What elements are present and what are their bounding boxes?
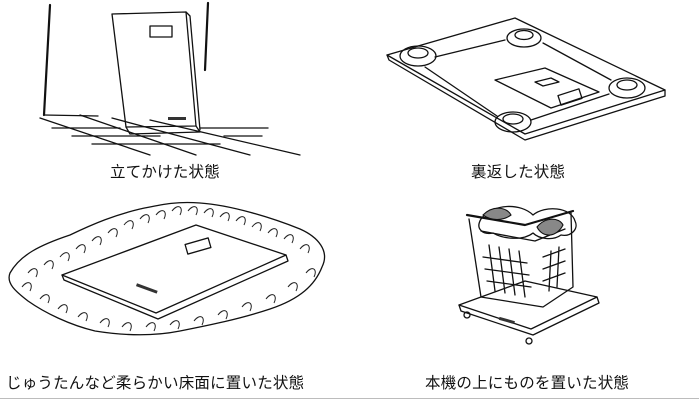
brand-logo [498, 316, 515, 325]
basket-on-scale-illustration [458, 205, 600, 345]
caption-soft-floor: じゅうたんなど柔らかい床面に置いた状態 [6, 374, 305, 392]
bottom-divider [0, 398, 699, 399]
brand-logo [168, 117, 186, 120]
carpet-scale-illustration [8, 201, 326, 336]
leaning-scale-illustration [39, 1, 301, 156]
caption-upside-down: 裏返した状態 [471, 163, 566, 181]
panel-soft-floor: じゅうたんなど柔らかい床面に置いた状態 [0, 195, 350, 403]
brand-logo [135, 283, 158, 294]
upside-down-scale-illustration [386, 17, 666, 141]
caption-leaning: 立てかけた状態 [110, 163, 220, 181]
caption-object-on-top: 本機の上にものを置いた状態 [425, 374, 630, 392]
panel-upside-down: 裏返した状態 [375, 0, 699, 190]
panel-object-on-top: 本機の上にものを置いた状態 [375, 195, 699, 403]
panel-leaning-scale: 立てかけた状態 [0, 0, 350, 190]
